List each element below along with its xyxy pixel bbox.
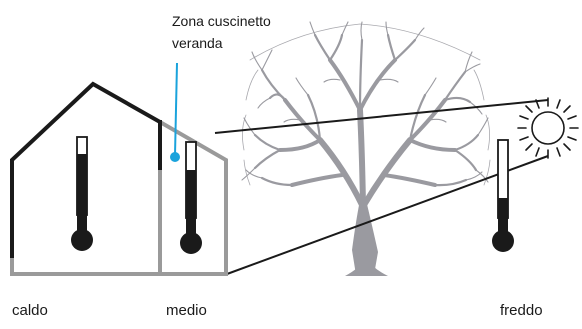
thermometer-icon bbox=[492, 139, 514, 252]
sight-lines bbox=[214, 99, 549, 275]
label-warm: caldo bbox=[12, 302, 48, 319]
thermometer-icon bbox=[180, 141, 202, 254]
sun-icon bbox=[517, 97, 579, 159]
callout-pointer bbox=[170, 62, 180, 162]
tree-icon bbox=[241, 21, 491, 276]
label-medium: medio bbox=[166, 302, 207, 319]
veranda-callout: Zona cuscinetto veranda bbox=[172, 10, 271, 54]
callout-line-1: Zona cuscinetto bbox=[172, 13, 271, 29]
house-diagram bbox=[10, 81, 228, 276]
label-cold: freddo bbox=[500, 302, 543, 319]
callout-line-2: veranda bbox=[172, 35, 223, 51]
thermometer-icon bbox=[71, 136, 93, 251]
